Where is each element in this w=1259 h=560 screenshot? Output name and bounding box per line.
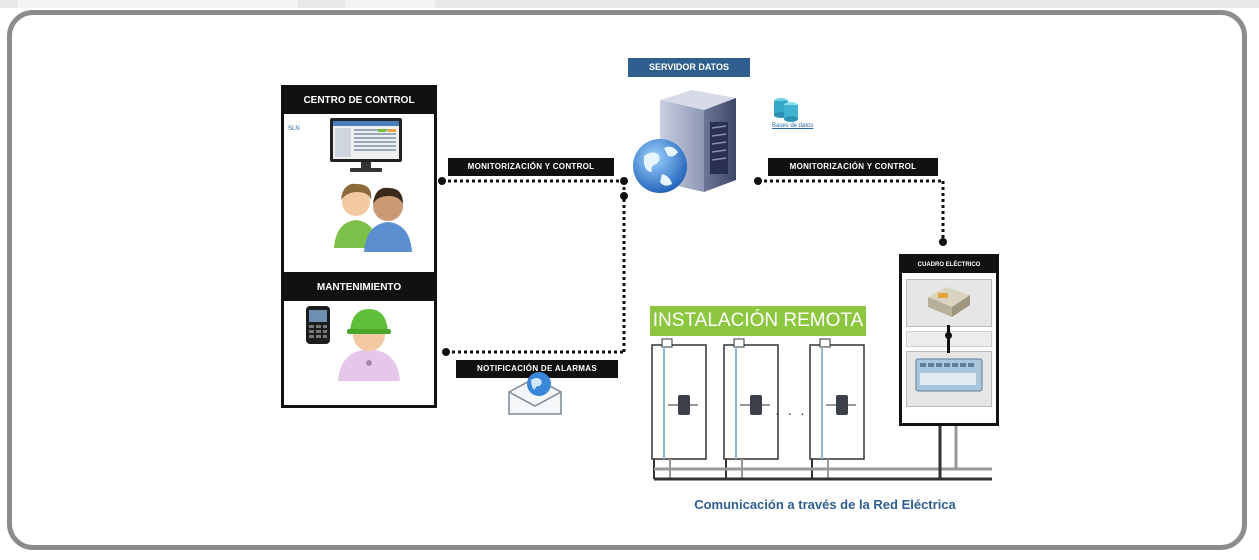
connector-dot — [442, 348, 450, 356]
top-strip — [0, 0, 1259, 8]
email-icon — [505, 370, 567, 418]
remote-unit-3 — [809, 338, 865, 460]
centro-de-control-title: CENTRO DE CONTROL — [284, 88, 434, 114]
remote-units — [640, 335, 1000, 485]
mantenimiento-panel: MANTENIMIENTO — [281, 272, 437, 408]
top-tab — [18, 0, 298, 8]
cuadro-electrico-panel: CUADRO ELÉCTRICO — [899, 254, 999, 426]
remote-unit-1 — [651, 338, 707, 460]
remote-ellipsis: · · · — [775, 405, 807, 421]
connector-dot — [939, 238, 947, 246]
connector-dot — [438, 177, 446, 185]
left-monitor-label: MONITORIZACIÓN Y CONTROL — [448, 158, 614, 176]
right-monitor-label: MONITORIZACIÓN Y CONTROL — [768, 158, 938, 176]
servidor-label: SERVIDOR DATOS — [628, 58, 750, 77]
alarmas-label: NOTIFICACIÓN DE ALARMAS — [456, 360, 618, 378]
remote-unit-2 — [723, 338, 779, 460]
connector-dot — [620, 177, 628, 185]
cuadro-link-line — [947, 325, 950, 353]
controller-device-icon — [914, 353, 984, 395]
server-icon — [630, 88, 745, 198]
footer-caption: Comunicación a través de la Red Eléctric… — [694, 497, 956, 512]
operators-icon — [326, 178, 416, 253]
connector-dot — [620, 192, 628, 200]
database-label: Bases de datos — [772, 123, 814, 129]
technician-icon — [334, 305, 404, 383]
connector-dot — [754, 177, 762, 185]
cuadro-electrico-title: CUADRO ELÉCTRICO — [902, 257, 996, 273]
instalacion-title: INSTALACIÓN REMOTA — [650, 306, 866, 336]
phone-icon — [304, 305, 332, 345]
diagram-frame — [7, 10, 1247, 550]
database-icon — [772, 96, 802, 122]
monitor-icon — [328, 116, 404, 174]
centro-de-control-panel: CENTRO DE CONTROL SLN — [281, 85, 437, 280]
mantenimiento-title: MANTENIMIENTO — [284, 275, 434, 301]
plc-device-icon — [924, 281, 974, 321]
screen-tag: SLN — [288, 126, 300, 132]
top-tab — [345, 0, 435, 8]
